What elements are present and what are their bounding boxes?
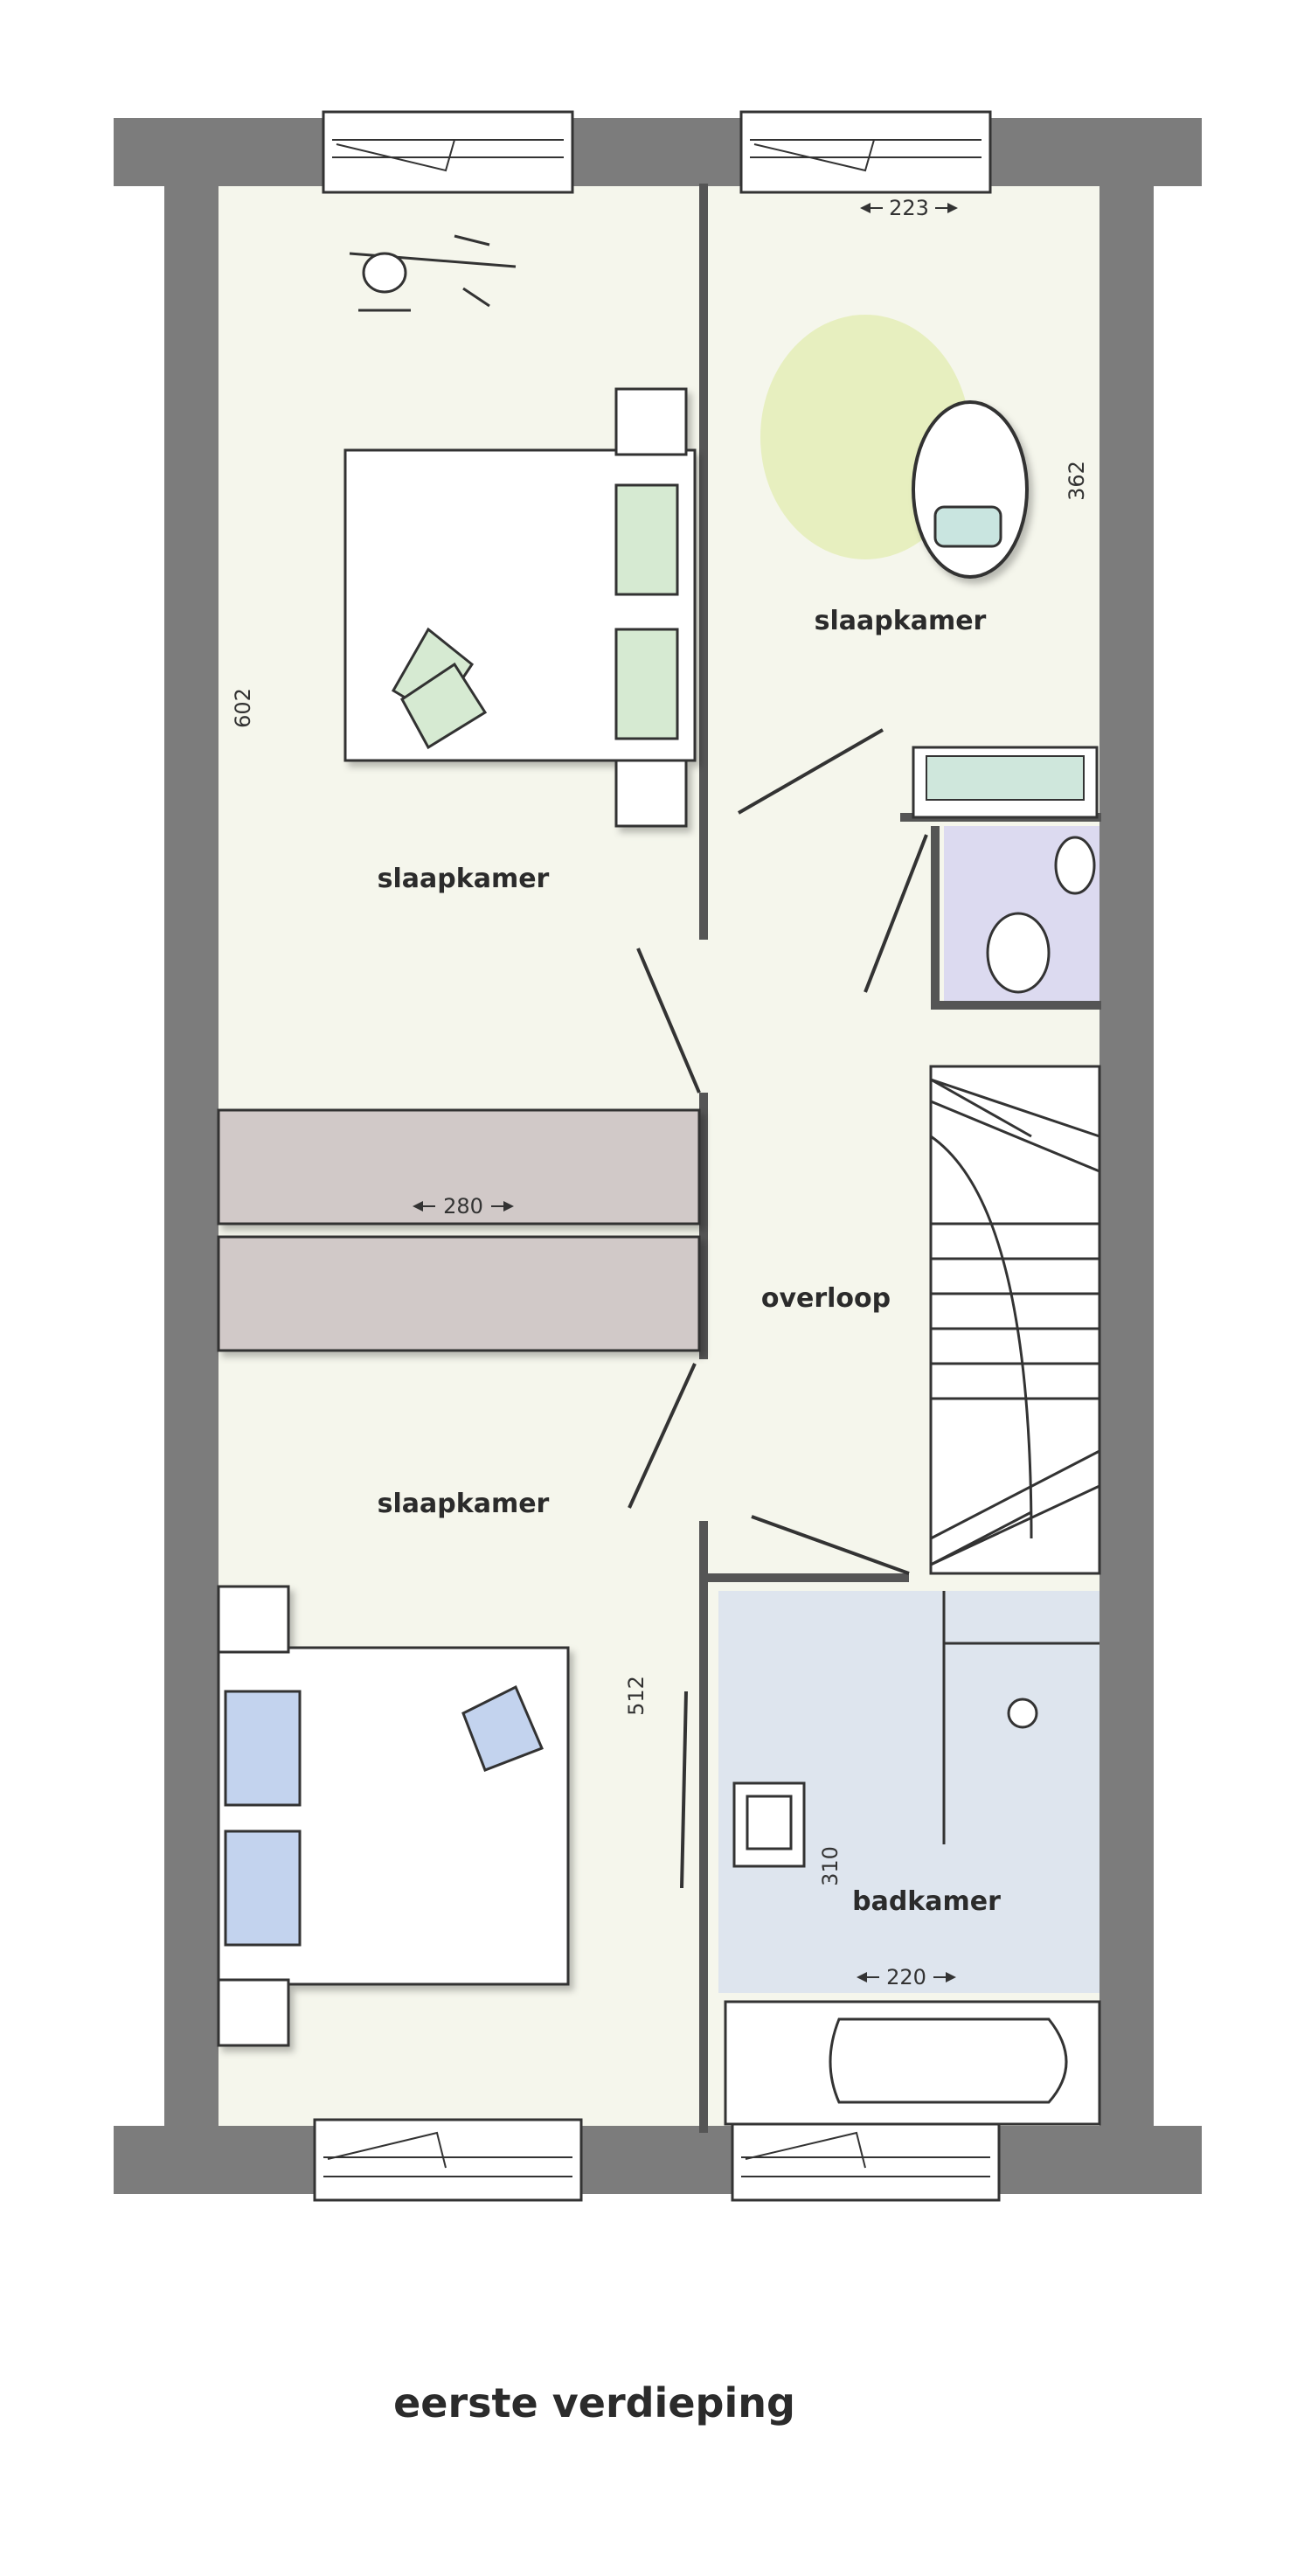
door-bedroom-top-left[interactable] xyxy=(636,948,701,1094)
door-bathroom[interactable] xyxy=(751,1515,910,1575)
svg-text:512: 512 xyxy=(624,1676,649,1716)
wall-bath-top xyxy=(708,1573,909,1582)
label-bedroom-top-right: slaapkamer xyxy=(815,606,987,636)
window-bottom-left xyxy=(313,2118,583,2202)
bookshelf xyxy=(912,746,1099,819)
bed-top-left xyxy=(343,387,697,828)
pillow-top xyxy=(614,483,679,596)
doors xyxy=(628,728,928,1889)
svg-text:223: 223 xyxy=(889,196,929,220)
label-bedroom-top-left: slaapkamer xyxy=(378,864,550,894)
wall-top xyxy=(114,118,1202,186)
storage-top xyxy=(217,1108,701,1226)
wall-stair-box-left xyxy=(931,826,940,1001)
svg-text:310: 310 xyxy=(818,1846,843,1886)
exercise-bike xyxy=(349,234,517,312)
pillow-bottom-left-top xyxy=(224,1690,302,1807)
window-top-right xyxy=(739,110,992,194)
room-labels: slaapkamer slaapkamer overloop slaapkame… xyxy=(378,606,1001,1917)
chair xyxy=(912,400,1029,579)
dim-bottom-left-depth: 512 xyxy=(624,1676,649,1716)
dimension-labels: 223 362 602 280 512 310 220 xyxy=(231,196,1089,1989)
toilet-fixtures xyxy=(986,836,1096,994)
outer-walls xyxy=(114,118,1202,2194)
dim-bath-width: 220 xyxy=(857,1965,956,1989)
wall-right xyxy=(1099,184,1154,2128)
storage xyxy=(217,1108,701,1352)
svg-text:220: 220 xyxy=(886,1965,926,1989)
door-bedroom-bottom-left[interactable] xyxy=(628,1363,697,1509)
windows xyxy=(313,110,1001,2202)
door-bathroom-inner[interactable] xyxy=(680,1691,688,1889)
floor-title: eerste verdieping xyxy=(393,2379,795,2427)
dim-bath-depth: 310 xyxy=(818,1846,843,1886)
bed-bottom-left xyxy=(217,1585,570,2047)
dim-storage-width: 280 xyxy=(413,1194,514,1219)
storage-bottom xyxy=(217,1235,701,1352)
dim-top-left-depth: 602 xyxy=(231,688,255,728)
label-bathroom: badkamer xyxy=(852,1886,1001,1917)
door-toilet[interactable] xyxy=(864,834,928,993)
pillow-bottom xyxy=(614,628,679,740)
dim-top-right-depth: 362 xyxy=(1065,461,1089,501)
staircase xyxy=(929,1065,1101,1575)
bathroom-fixtures xyxy=(724,1591,1101,2126)
svg-text:362: 362 xyxy=(1065,461,1089,501)
window-bottom-right xyxy=(731,2118,1001,2202)
wall-vertical-top xyxy=(699,184,708,940)
svg-text:280: 280 xyxy=(443,1194,483,1219)
pillow-bottom-left-bottom xyxy=(224,1830,302,1947)
dim-top-right-width: 223 xyxy=(860,196,958,220)
label-bedroom-bottom-left: slaapkamer xyxy=(378,1489,550,1519)
door-bedroom-top-right[interactable] xyxy=(738,728,884,815)
wall-vertical-bath xyxy=(699,1521,708,2133)
wall-toilet-bottom xyxy=(931,1001,1101,1010)
wall-vertical-middle xyxy=(699,1093,708,1359)
wall-left xyxy=(164,184,218,2128)
label-landing: overloop xyxy=(761,1283,891,1314)
wall-bottom xyxy=(114,2126,1202,2194)
window-top-left xyxy=(322,110,574,194)
svg-text:602: 602 xyxy=(231,688,255,728)
